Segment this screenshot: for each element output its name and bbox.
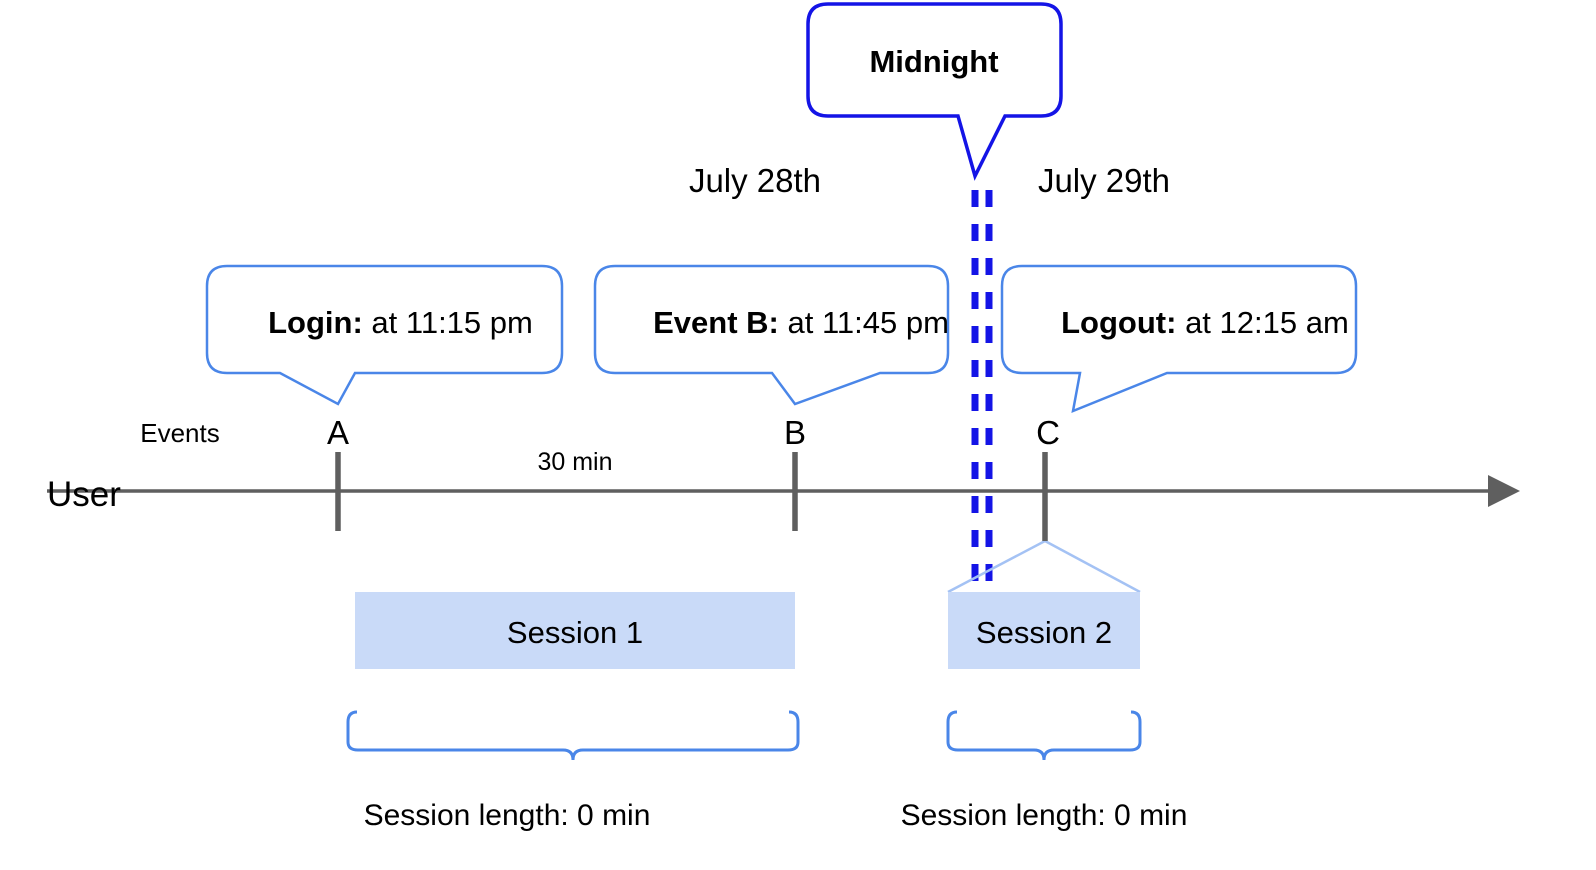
event-tick-marks (335, 452, 1048, 541)
duration-label-30-min: 30 min (537, 448, 612, 476)
event-callout-logout-rest: at 12:15 am (1176, 305, 1348, 340)
event-callout-event-b-rest: at 11:45 pm (779, 305, 949, 340)
session-1-label: Session 1 (507, 615, 643, 650)
event-marker-label-a: A (327, 414, 349, 451)
lane-label-events: Events (140, 418, 220, 448)
date-label-july-29: July 29th (1038, 162, 1170, 199)
midnight-callout-box (806, 2, 1063, 181)
event-callout-box-logout (1000, 264, 1358, 414)
timeline-axis (47, 475, 1520, 507)
event-callout-box-login (205, 264, 564, 406)
event-callout-logout-bold: Logout: (1061, 305, 1176, 340)
event-callout-text-event-b: Event B: at 11:45 pm (622, 305, 971, 340)
session-1-length-label: Session length: 0 min (364, 799, 651, 832)
event-callout-text-logout: Logout: at 12:15 am (1030, 305, 1371, 340)
event-callout-login-rest: at 11:15 pm (363, 305, 533, 340)
session-2-length-label: Session length: 0 min (901, 799, 1188, 832)
session-2-connector-right (1044, 539, 1141, 594)
timeline-arrow-head (1488, 475, 1520, 507)
midnight-callout-label: Midnight (869, 44, 998, 79)
session-2-label: Session 2 (976, 615, 1112, 650)
session-2-connector-lines (947, 539, 1141, 594)
event-callout-text-login: Login: at 11:15 pm (237, 305, 555, 340)
event-marker-label-c: C (1036, 414, 1060, 451)
session-2-box (948, 592, 1140, 669)
date-label-july-28: July 28th (689, 162, 821, 199)
session-1-brace (346, 710, 800, 761)
event-callout-box-event-b (593, 264, 950, 406)
event-marker-label-b: B (784, 414, 806, 451)
event-callout-login-bold: Login: (268, 305, 363, 340)
session-2-connector-left (947, 539, 1046, 594)
event-callout-event-b-bold: Event B: (653, 305, 779, 340)
session-1-box (355, 592, 795, 669)
session-2-brace (946, 710, 1142, 761)
lane-label-user: User (47, 475, 121, 514)
